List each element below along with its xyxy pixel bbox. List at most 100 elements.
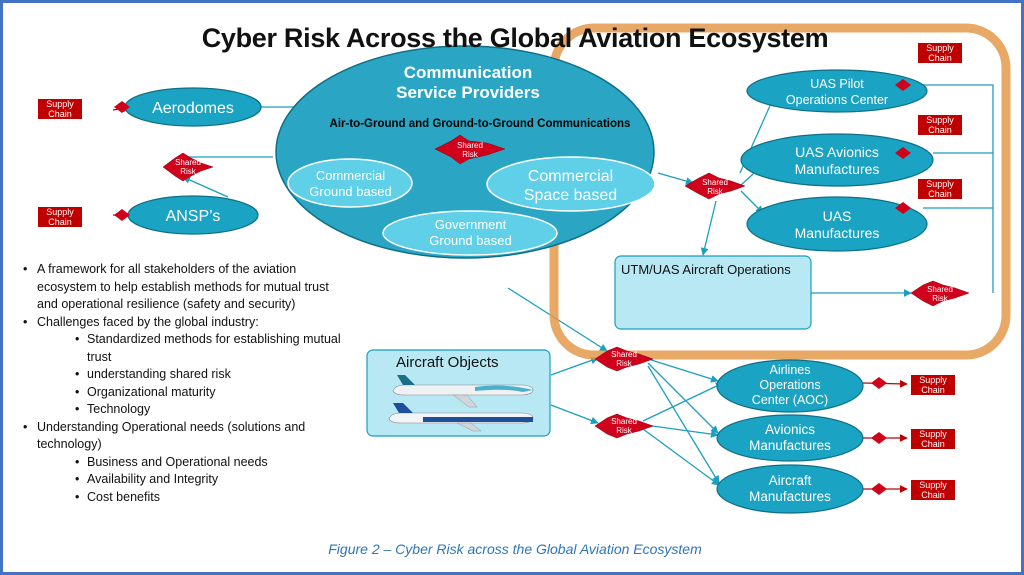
ansps-node — [127, 195, 259, 235]
supply-chain-text: Chain — [921, 490, 945, 500]
supply-chain-text: Chain — [928, 53, 952, 63]
uas-avionics-node — [740, 133, 934, 187]
shared-risk-text: Shared — [611, 350, 637, 359]
bullet-text: Challenges faced by the global industry: — [37, 314, 259, 329]
bullet-text: and operational resilience (safety and s… — [37, 297, 296, 311]
shared-risk-text: Risk — [616, 359, 632, 368]
bullet-dot: • — [23, 419, 28, 434]
aircraft-top-icon — [392, 375, 534, 408]
bullet-text: Technology — [87, 402, 151, 416]
commercial-space-ellipse — [486, 156, 656, 212]
bullet-dot: • — [75, 332, 80, 346]
bullet-list: • A framework for all stakeholders of the… — [23, 261, 373, 506]
supply-chain-text: Supply — [926, 43, 954, 53]
bullet-dot: • — [75, 367, 80, 381]
commercial-ground-ellipse — [287, 158, 413, 208]
aircraft-bottom-icon — [388, 403, 534, 432]
bullet-text: A framework for all stakeholders of the … — [37, 262, 297, 276]
shared-risk-center — [434, 134, 506, 165]
bullet-item-cont: ecosystem to help establish methods for … — [23, 279, 373, 297]
shared-risk-text: Risk — [932, 294, 948, 303]
link-markers — [114, 79, 911, 495]
shared-risk-text: Risk — [616, 426, 632, 435]
bullet-item-cont: and operational resilience (safety and s… — [23, 296, 373, 314]
sub-bullet-item: • Organizational maturity — [23, 384, 373, 402]
shared-risk-text: Shared — [702, 178, 728, 187]
shared-risk-objects-bottom — [594, 413, 654, 439]
shared-risk-left — [162, 152, 214, 182]
bullet-dot: • — [75, 402, 80, 416]
supply-chain-text: Supply — [926, 179, 954, 189]
bullet-text: technology) — [37, 437, 102, 451]
bullet-text: Understanding Operational needs (solutio… — [37, 419, 306, 434]
bullet-dot: • — [75, 489, 80, 504]
diagram-canvas — [112, 23, 1011, 514]
diagram-title: Cyber Risk Across the Global Aviation Ec… — [201, 23, 829, 53]
supply-chain-text: Supply — [919, 375, 947, 385]
bullet-dot: • — [75, 472, 80, 486]
shared-risk-text: Shared — [175, 158, 201, 167]
aerodomes-node — [124, 87, 262, 127]
figure-caption: Figure 2 – Cyber Risk across the Global … — [328, 541, 702, 557]
bullet-dot: • — [75, 384, 80, 399]
supply-chain-text: Chain — [921, 439, 945, 449]
sub-bullet-item: • Availability and Integrity — [23, 471, 373, 489]
bullet-text: understanding shared risk — [87, 367, 231, 381]
supply-chain-text: Supply — [46, 99, 74, 109]
bullet-text: trust — [87, 349, 112, 364]
supply-chain-text: Supply — [926, 115, 954, 125]
shared-risk-text: Risk — [707, 187, 723, 196]
bullet-text: Business and Operational needs — [87, 454, 268, 469]
aircraft-images — [388, 375, 534, 432]
bullet-item: •Challenges faced by the global industry… — [23, 314, 373, 332]
shared-risk-text: Shared — [457, 141, 483, 150]
supply-chain-text: Supply — [919, 429, 947, 439]
supply-chain-text: Chain — [921, 385, 945, 395]
sub-bullet-item: • Cost benefits — [23, 489, 373, 507]
utm-box — [614, 255, 812, 330]
bullet-text: Cost benefits — [87, 489, 160, 504]
bullet-text: Standardized methods for establishing mu… — [87, 332, 341, 346]
shared-risk-uas — [684, 172, 746, 200]
bullet-text: Organizational maturity — [87, 384, 216, 399]
bullet-item: • Understanding Operational needs (soluti… — [23, 419, 373, 437]
bullet-text: ecosystem to help establish methods for … — [37, 279, 329, 294]
shared-risk-text: Shared — [927, 285, 953, 294]
supply-chain-text: Chain — [928, 125, 952, 135]
shared-risk-objects-top — [594, 346, 654, 372]
bullet-item-cont: technology) — [23, 436, 373, 454]
airlines-node — [716, 359, 864, 413]
sub-bullet-item: • Business and Operational needs — [23, 454, 373, 472]
supply-chain-text: Chain — [928, 189, 952, 199]
government-ground-ellipse — [382, 210, 558, 256]
avionics-node — [716, 414, 864, 462]
bullet-item: •A framework for all stakeholders of the… — [23, 261, 373, 279]
bullet-text: Availability and Integrity — [87, 472, 219, 486]
sub-bullet-item: • Technology — [23, 401, 373, 419]
shared-risk-text: Risk — [180, 167, 196, 176]
shared-risk-text: Shared — [611, 417, 637, 426]
uas-manuf-node — [746, 196, 928, 252]
bullet-dot: • — [75, 454, 80, 469]
shared-risk-text: Risk — [462, 150, 478, 159]
shared-risk-shapes — [162, 134, 970, 439]
shared-risk-utm — [910, 280, 970, 307]
supply-chain-text: Supply — [46, 207, 74, 217]
aircraft-manuf-node — [716, 464, 864, 514]
supply-chain-text: Chain — [48, 217, 72, 227]
uas-pilot-node — [746, 69, 928, 113]
